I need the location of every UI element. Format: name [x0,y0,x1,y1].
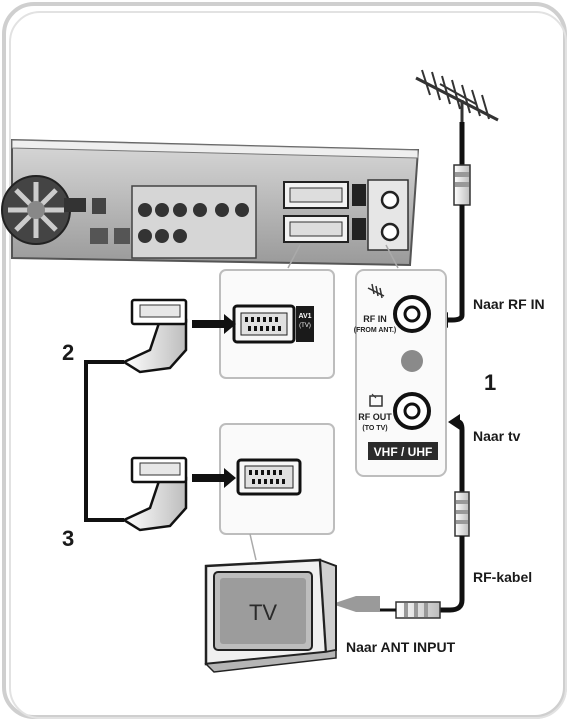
rf-out-label-line2: (TO TV) [362,425,387,432]
label-rf-in: Naar RF IN [473,296,545,312]
rf-in-label-line1: RF IN [363,314,387,324]
rf-cable-plug-upper [455,492,469,536]
recorder-scart-port [234,306,294,342]
scart-port-label-line1: AV1 [298,313,311,320]
label-ant-input: Naar ANT INPUT [346,639,456,655]
label-to-tv: Naar tv [473,428,521,444]
step-number-1: 1 [484,370,496,395]
antenna-cable-plug [454,165,470,205]
step-number-3: 3 [62,526,74,551]
rf-out-terminal-center [405,404,419,418]
terminal-divider-dot [401,350,423,372]
step-number-2: 2 [62,340,74,365]
band-label: VHF / UHF [374,445,433,459]
tv-screen-text: TV [249,600,277,625]
label-rf-cable: RF-kabel [473,569,532,585]
recorder-unit [2,140,418,265]
rf-cable-plug-tv [396,602,440,618]
scart-port-label-line2: (TV) [299,323,311,329]
tv-scart-port [238,460,300,494]
rf-out-label-line1: RF OUT [358,412,392,422]
rf-in-terminal-center [405,307,419,321]
rf-in-label-line2: (FROM ANT.) [354,327,397,334]
